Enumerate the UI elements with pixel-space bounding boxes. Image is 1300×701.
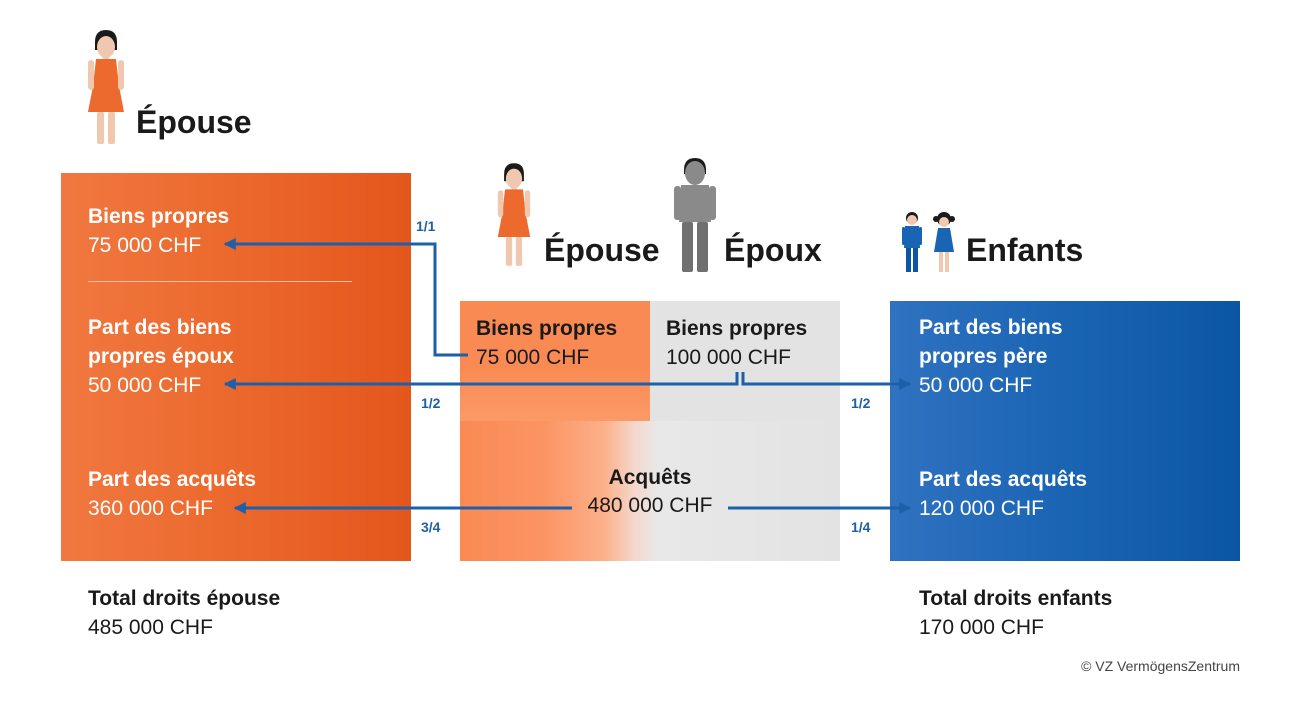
children-acquets-label: Part des acquêts — [919, 468, 1088, 491]
husband-own-assets-box — [650, 301, 840, 421]
woman-icon — [497, 163, 531, 266]
panel-divider — [88, 281, 352, 282]
total-children-value: 170 000 CHF — [919, 616, 1044, 639]
wife-rights-panel — [61, 173, 411, 561]
children-acquets-value: 120 000 CHF — [919, 497, 1044, 520]
total-wife-value: 485 000 CHF — [88, 616, 213, 639]
center-husband-title: Époux — [724, 232, 822, 268]
wife-own-assets-box — [460, 301, 650, 421]
wife-husband-share-label-1: Part des biens — [88, 316, 232, 339]
wife-husband-share-label-2: propres époux — [88, 345, 234, 368]
wife-acquets-value: 360 000 CHF — [88, 497, 213, 520]
fraction-wife-own: 1/1 — [416, 218, 436, 234]
children-father-share-label-1: Part des biens — [919, 316, 1063, 339]
fraction-husband-to-kids: 1/2 — [851, 395, 871, 411]
center-wife-title: Épouse — [544, 232, 660, 268]
wife-header-title: Épouse — [136, 104, 252, 140]
center-wife-own-value: 75 000 CHF — [476, 346, 590, 369]
total-children-label: Total droits enfants — [919, 587, 1113, 610]
total-wife-label: Total droits épouse — [88, 587, 281, 610]
children-rights-panel — [890, 301, 1240, 561]
center-acquets-value: 480 000 CHF — [587, 494, 713, 517]
wife-own-label: Biens propres — [88, 205, 230, 228]
girl-icon — [933, 212, 955, 272]
fraction-husband-to-wife: 1/2 — [421, 395, 441, 411]
copyright: © VZ VermögensZentrum — [1081, 658, 1240, 674]
acquets-box — [460, 421, 840, 561]
center-wife-own-label: Biens propres — [476, 317, 618, 340]
children-title: Enfants — [966, 232, 1084, 268]
man-icon — [674, 158, 716, 272]
boy-icon — [902, 212, 922, 272]
wife-acquets-label: Part des acquêts — [88, 468, 257, 491]
wife-husband-share-value: 50 000 CHF — [88, 374, 202, 397]
fraction-acquets-to-kids: 1/4 — [851, 519, 871, 535]
center-acquets-label: Acquêts — [608, 466, 692, 489]
children-father-share-value: 50 000 CHF — [919, 374, 1033, 397]
children-father-share-label-2: propres père — [919, 345, 1048, 368]
woman-icon — [88, 30, 124, 144]
wife-own-value: 75 000 CHF — [88, 234, 202, 257]
center-husband-own-label: Biens propres — [666, 317, 808, 340]
center-husband-own-value: 100 000 CHF — [666, 346, 791, 369]
fraction-acquets-to-wife: 3/4 — [421, 519, 441, 535]
